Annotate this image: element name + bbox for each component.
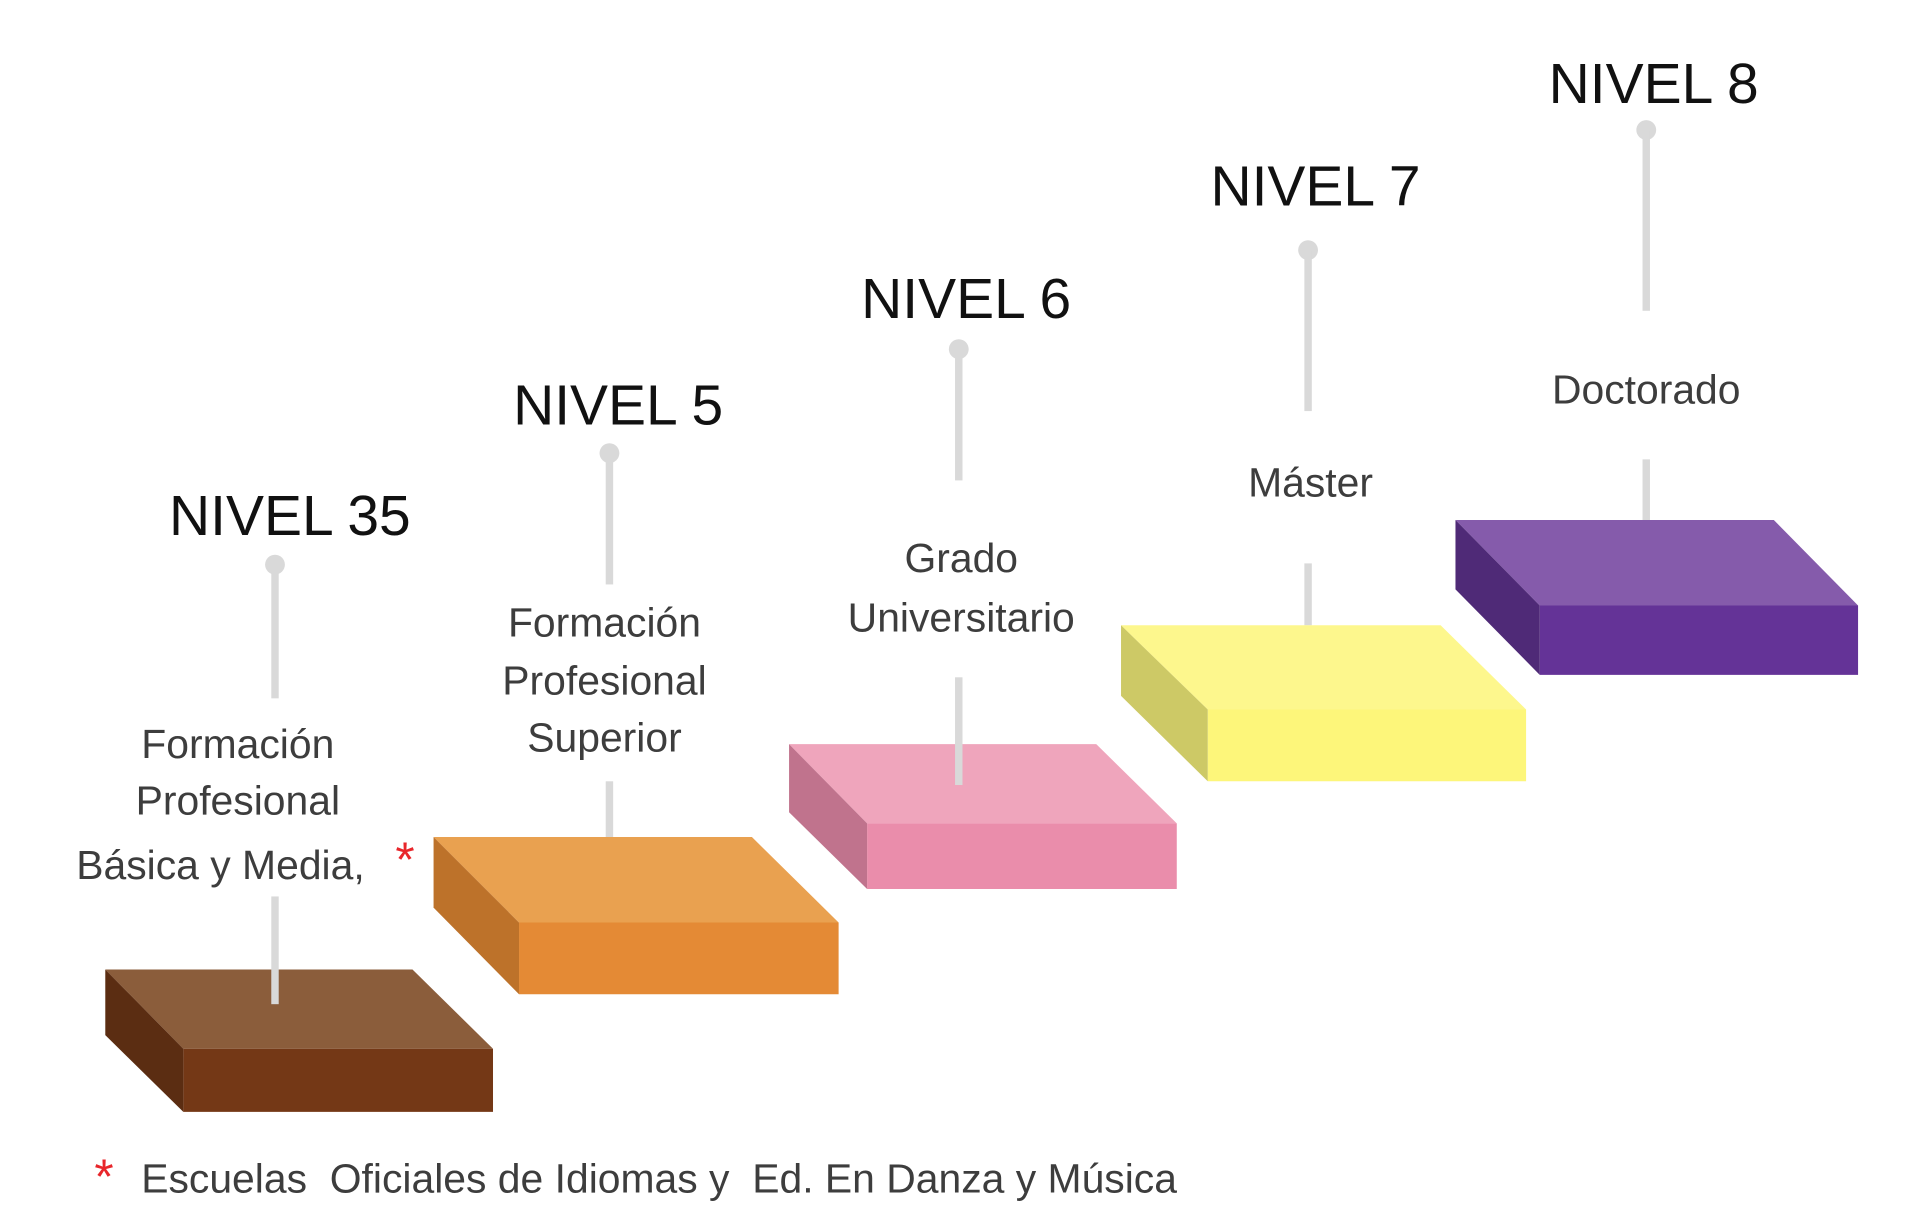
footnote: * Escuelas Oficiales de Idiomas y Ed. En…: [94, 1150, 1177, 1205]
step-block-orange: [433, 837, 839, 995]
step-front-face: [519, 922, 839, 995]
footnote-asterisk: *: [94, 1150, 113, 1205]
level-nivel-35: NIVEL 35 Formación Profesional Básica y …: [76, 484, 494, 1112]
step-side-face: [789, 744, 868, 890]
level-description-line: Máster: [1248, 460, 1373, 506]
step-block-yellow: [1121, 625, 1527, 782]
connector-line: [605, 781, 614, 839]
connector-line: [271, 564, 279, 699]
level-title: NIVEL 7: [1210, 155, 1420, 219]
level-description-line: Profesional: [136, 778, 340, 824]
level-description-line: Profesional: [502, 658, 706, 704]
connector-line: [1642, 130, 1650, 311]
step-block-brown: [105, 969, 494, 1112]
level-description-line: Superior: [527, 715, 681, 761]
level-nivel-8: NIVEL 8 Doctorado: [1455, 52, 1859, 675]
connector-line: [1304, 563, 1312, 626]
connector-line: [1642, 459, 1650, 522]
step-block-pink: [789, 744, 1177, 890]
level-description-line: Universitario: [848, 594, 1075, 640]
connector-line: [955, 349, 963, 481]
connector-line: [271, 896, 279, 1005]
asterisk-marker: *: [395, 833, 414, 888]
step-top-face: [789, 744, 1177, 824]
step-block-purple: [1455, 520, 1859, 675]
level-description-line: Formación: [141, 721, 334, 767]
step-side-face: [1121, 625, 1208, 782]
step-front-face: [1539, 605, 1859, 675]
step-top-face: [433, 837, 839, 923]
level-description-line: Básica y Media,: [76, 842, 364, 888]
step-front-face: [183, 1048, 494, 1112]
step-top-face: [1455, 520, 1859, 606]
step-front-face: [1207, 709, 1527, 782]
level-nivel-6: NIVEL 6 Grado Universitario: [789, 267, 1177, 890]
connector-dot: [1636, 120, 1657, 140]
connector-line: [1304, 250, 1312, 412]
footnote-text: Escuelas Oficiales de Idiomas y Ed. En D…: [141, 1155, 1177, 1201]
connector-line: [605, 453, 614, 585]
step-top-face: [105, 969, 494, 1049]
step-side-face: [1455, 520, 1540, 675]
level-title: NIVEL 8: [1549, 52, 1759, 116]
level-title: NIVEL 35: [169, 484, 411, 548]
step-top-face: [1121, 625, 1527, 710]
level-nivel-5: NIVEL 5 Formación Profesional Superior: [433, 374, 839, 995]
level-title: NIVEL 6: [861, 267, 1071, 331]
level-title: NIVEL 5: [513, 374, 723, 438]
step-side-face: [433, 837, 520, 995]
level-description-line: Formación: [508, 599, 701, 645]
step-side-face: [105, 969, 184, 1112]
connector-line: [955, 677, 963, 786]
level-description-line: Doctorado: [1552, 367, 1741, 413]
level-nivel-7: NIVEL 7 Máster: [1121, 155, 1527, 782]
step-front-face: [867, 823, 1177, 890]
level-description-line: Grado: [904, 535, 1018, 581]
